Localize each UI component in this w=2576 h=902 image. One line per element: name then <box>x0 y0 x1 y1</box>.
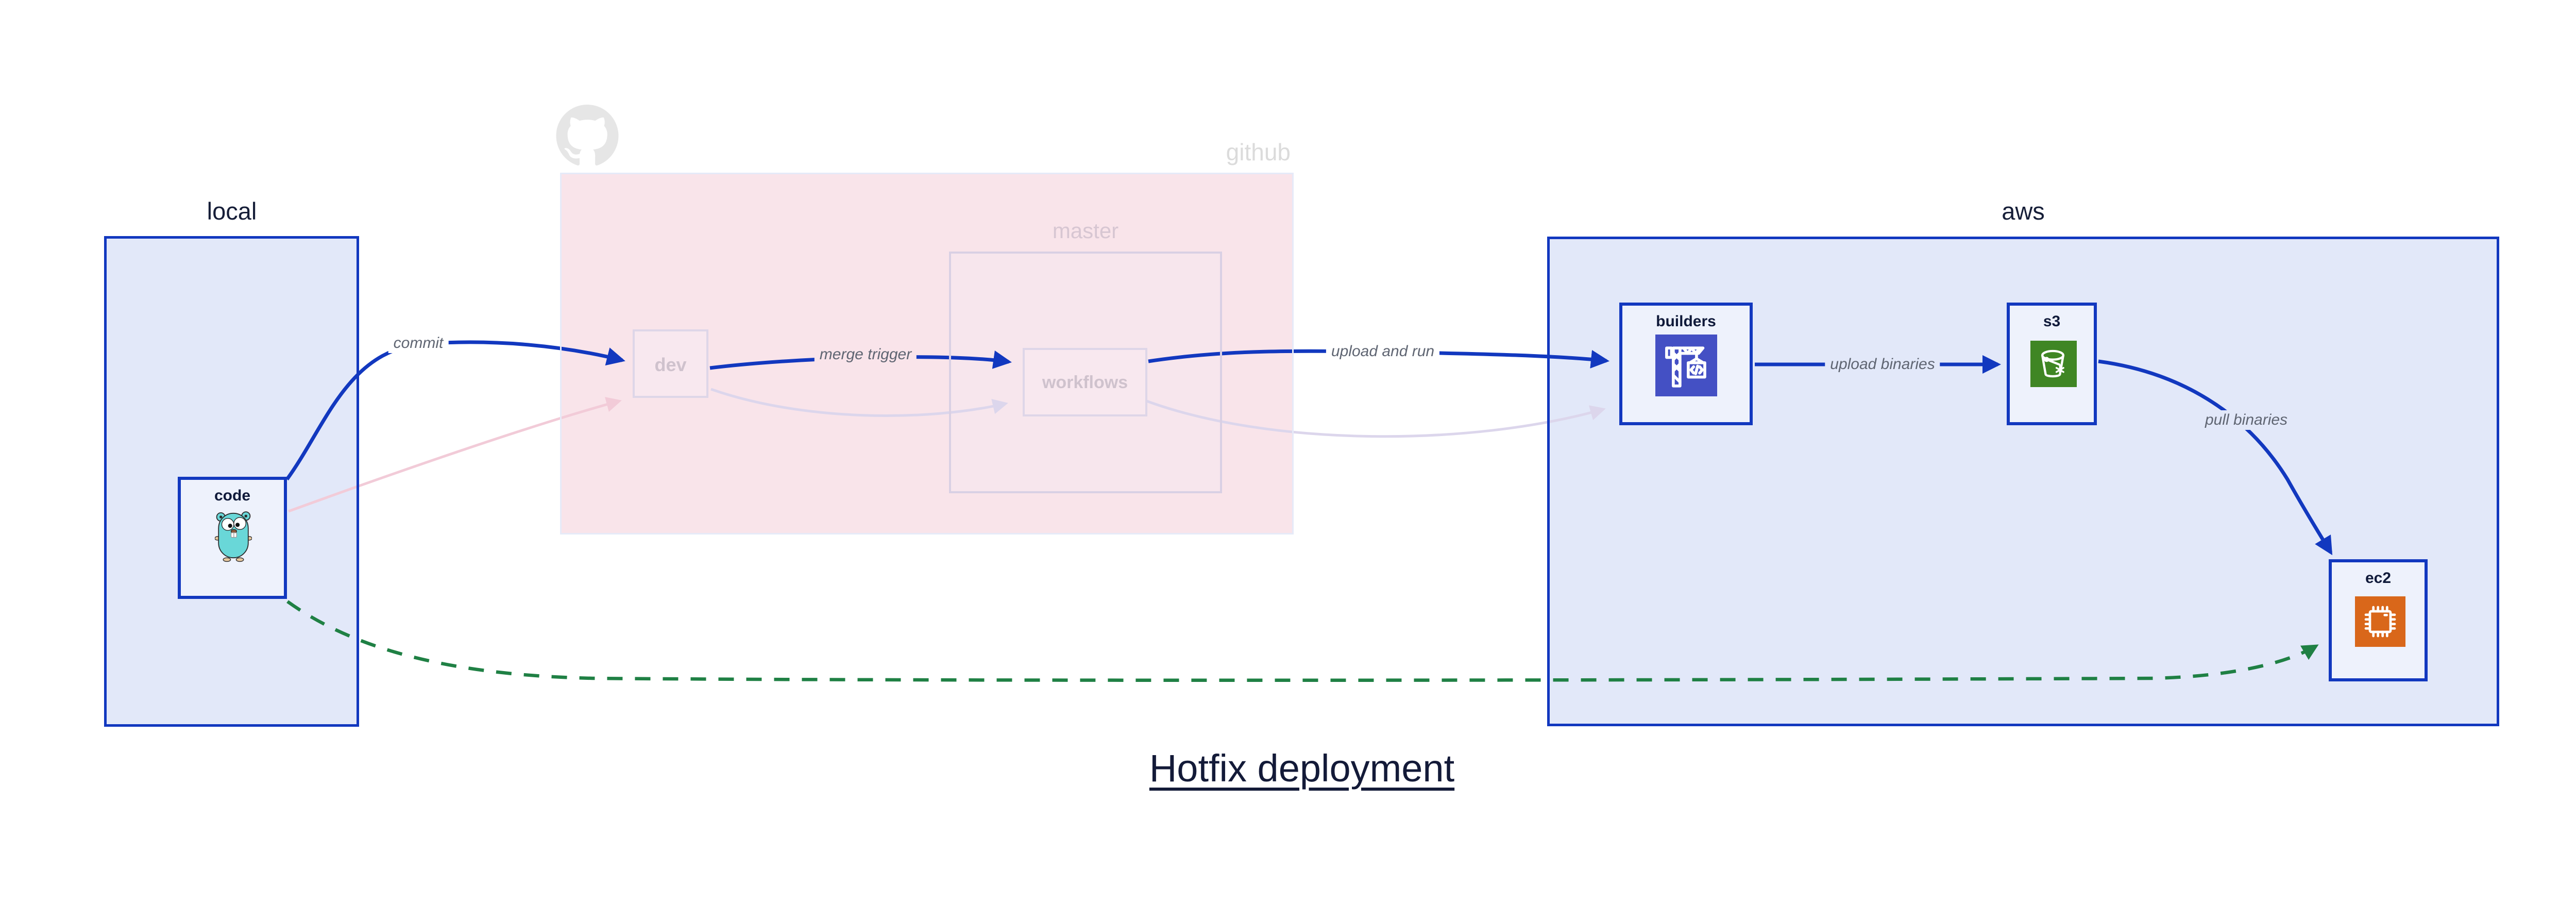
ec2-chip-icon <box>2355 596 2405 647</box>
node-code-label: code <box>214 487 251 504</box>
node-workflows: workflows <box>1023 348 1147 416</box>
node-dev: dev <box>633 329 708 398</box>
local-region-label: local <box>207 197 257 225</box>
edge-label-upload-binaries: upload binaries <box>1825 355 1940 374</box>
node-dev-label: dev <box>654 354 687 375</box>
edge-label-pull-binaries: pull binaries <box>2199 410 2293 430</box>
node-s3: s3 <box>2007 303 2097 425</box>
aws-region-border <box>1547 237 2499 726</box>
page-title: Hotfix deployment <box>1149 747 1455 790</box>
edge-label-upload-and-run: upload and run <box>1326 342 1440 361</box>
go-gopher-icon <box>214 507 252 567</box>
master-group-label: master <box>1052 219 1119 243</box>
node-builders-label: builders <box>1656 313 1716 330</box>
node-code: code <box>178 477 287 599</box>
github-region-label: github <box>1226 139 1291 165</box>
node-ec2: ec2 <box>2329 559 2428 681</box>
edge-label-merge-trigger: merge trigger <box>814 345 917 364</box>
master-group-border <box>949 252 1222 493</box>
node-builders: builders <box>1619 303 1753 425</box>
aws-codebuild-icon <box>1655 335 1717 396</box>
edge-label-commit: commit <box>388 333 449 353</box>
github-logo-icon <box>555 105 619 170</box>
aws-region-label: aws <box>2002 197 2045 225</box>
s3-bucket-icon <box>2030 341 2077 387</box>
node-ec2-label: ec2 <box>2365 570 2392 587</box>
node-workflows-label: workflows <box>1042 373 1128 392</box>
node-s3-label: s3 <box>2043 313 2061 330</box>
